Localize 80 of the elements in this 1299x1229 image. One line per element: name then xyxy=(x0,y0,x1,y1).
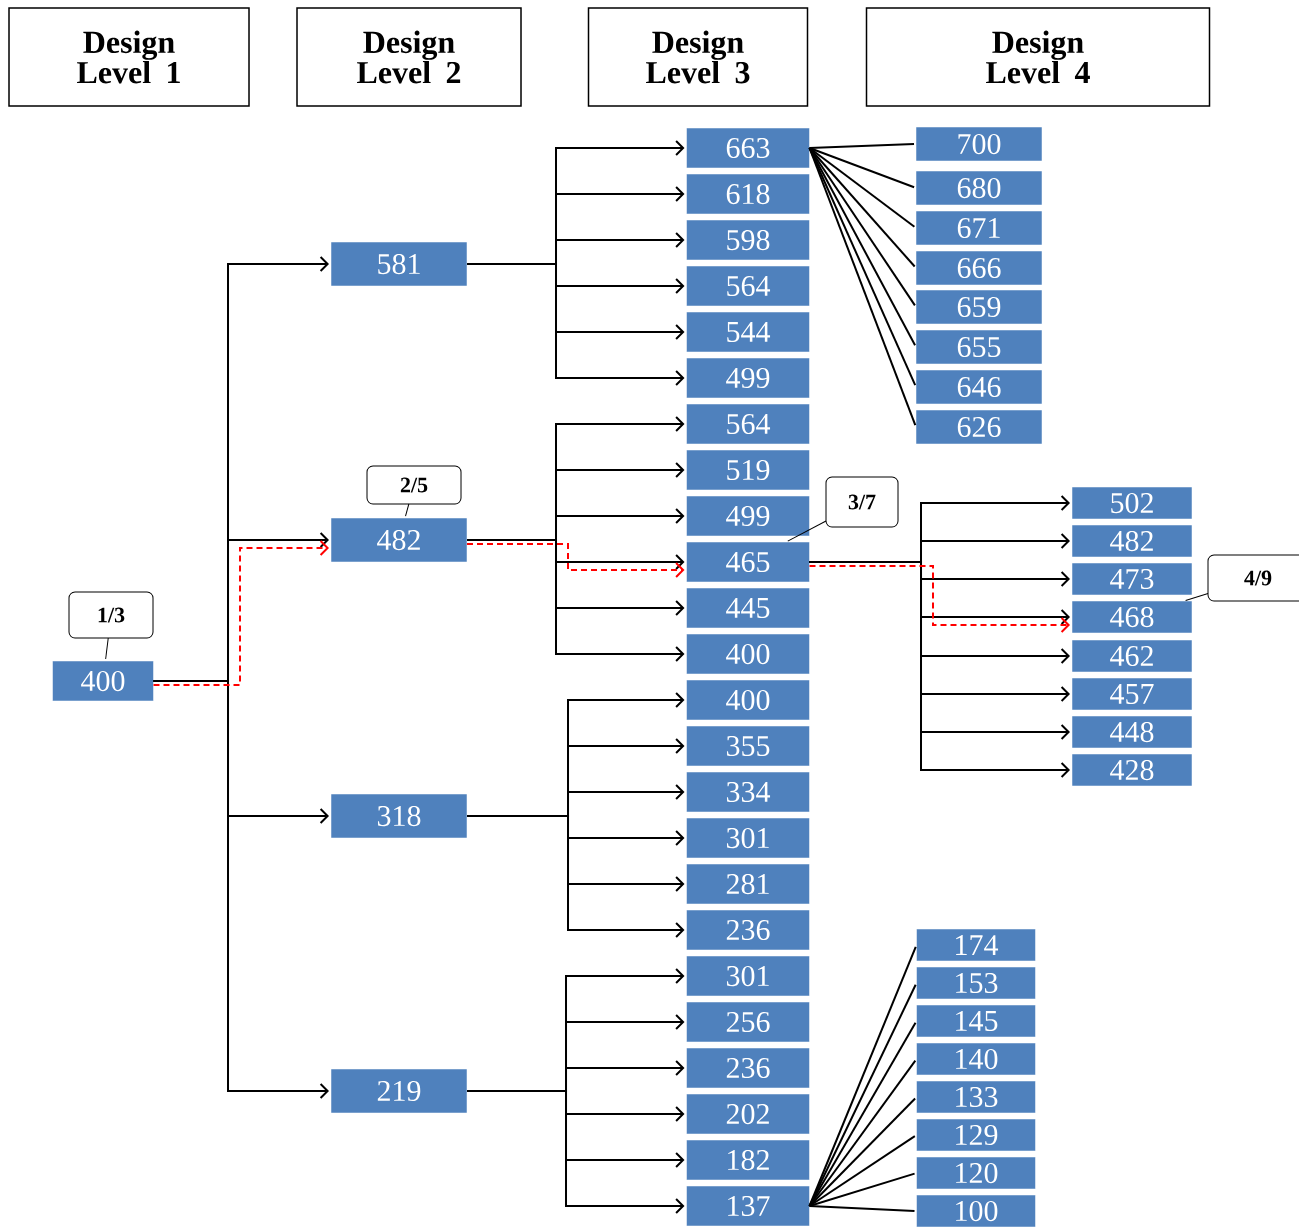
leader-line xyxy=(105,637,109,660)
number-box: 666 xyxy=(915,250,1043,286)
number-box: 473 xyxy=(1071,562,1193,596)
number-box: 519 xyxy=(686,449,810,491)
arrow xyxy=(466,1090,685,1214)
callout-bubble: 1/3 xyxy=(68,591,154,639)
number-box: 626 xyxy=(915,409,1043,445)
number-box: 400 xyxy=(686,633,810,675)
leader-line xyxy=(405,503,410,517)
number-box: 301 xyxy=(686,817,810,859)
number-box: 462 xyxy=(1071,639,1193,673)
number-box: 400 xyxy=(52,660,154,702)
number-box: 468 xyxy=(1071,600,1193,634)
number-box: 281 xyxy=(686,863,810,905)
number-box: 202 xyxy=(686,1093,810,1135)
number-box: 457 xyxy=(1071,677,1193,711)
number-box: 129 xyxy=(916,1118,1036,1152)
header-box: Design Level 1 xyxy=(8,7,250,107)
connector-line xyxy=(808,147,916,307)
number-box: 671 xyxy=(915,210,1043,246)
arrow xyxy=(152,680,329,1099)
number-box: 564 xyxy=(686,265,810,307)
number-box: 301 xyxy=(686,955,810,997)
connector-line xyxy=(808,1059,917,1207)
arrow xyxy=(808,561,1070,778)
number-box: 120 xyxy=(916,1156,1036,1190)
number-box: 499 xyxy=(686,495,810,537)
number-box: 663 xyxy=(686,127,810,169)
number-box: 318 xyxy=(330,793,468,839)
number-box: 100 xyxy=(916,1194,1036,1228)
header-box: Design Level 4 xyxy=(865,7,1211,107)
leader-line xyxy=(787,520,827,542)
number-box: 544 xyxy=(686,311,810,353)
number-box: 659 xyxy=(915,289,1043,325)
arrow xyxy=(808,565,1070,633)
number-box: 140 xyxy=(916,1042,1036,1076)
number-box: 564 xyxy=(686,403,810,445)
number-box: 465 xyxy=(686,541,810,583)
leader-line xyxy=(1185,592,1209,601)
arrow xyxy=(466,263,685,386)
arrow xyxy=(466,543,685,578)
number-box: 153 xyxy=(916,966,1036,1000)
connector-line xyxy=(808,143,915,149)
number-box: 680 xyxy=(915,170,1043,206)
number-box: 482 xyxy=(1071,524,1193,558)
number-box: 448 xyxy=(1071,715,1193,749)
number-box: 482 xyxy=(330,517,468,563)
callout-bubble: 2/5 xyxy=(366,465,462,505)
number-box: 646 xyxy=(915,369,1043,405)
number-box: 137 xyxy=(686,1185,810,1227)
number-box: 236 xyxy=(686,909,810,951)
connector-line xyxy=(808,1135,916,1207)
number-box: 428 xyxy=(1071,753,1193,787)
arrow xyxy=(466,815,685,938)
number-box: 256 xyxy=(686,1001,810,1043)
number-box: 334 xyxy=(686,771,810,813)
number-box: 581 xyxy=(330,241,468,287)
number-box: 445 xyxy=(686,587,810,629)
callout-bubble: 4/9 xyxy=(1207,554,1299,602)
number-box: 700 xyxy=(915,126,1043,162)
number-box: 236 xyxy=(686,1047,810,1089)
header-box: Design Level 3 xyxy=(587,7,809,107)
number-box: 182 xyxy=(686,1139,810,1181)
number-box: 174 xyxy=(916,928,1036,962)
connector-line xyxy=(808,147,916,228)
number-box: 598 xyxy=(686,219,810,261)
header-box: Design Level 2 xyxy=(296,7,522,107)
number-box: 502 xyxy=(1071,486,1193,520)
number-box: 145 xyxy=(916,1004,1036,1038)
number-box: 618 xyxy=(686,173,810,215)
number-box: 133 xyxy=(916,1080,1036,1114)
connector-line xyxy=(808,1172,916,1207)
number-box: 400 xyxy=(686,679,810,721)
arrow xyxy=(466,539,685,662)
callout-bubble: 3/7 xyxy=(825,476,899,528)
number-box: 499 xyxy=(686,357,810,399)
number-box: 655 xyxy=(915,329,1043,365)
number-box: 219 xyxy=(330,1068,468,1114)
connector-line xyxy=(808,1205,916,1212)
number-box: 355 xyxy=(686,725,810,767)
